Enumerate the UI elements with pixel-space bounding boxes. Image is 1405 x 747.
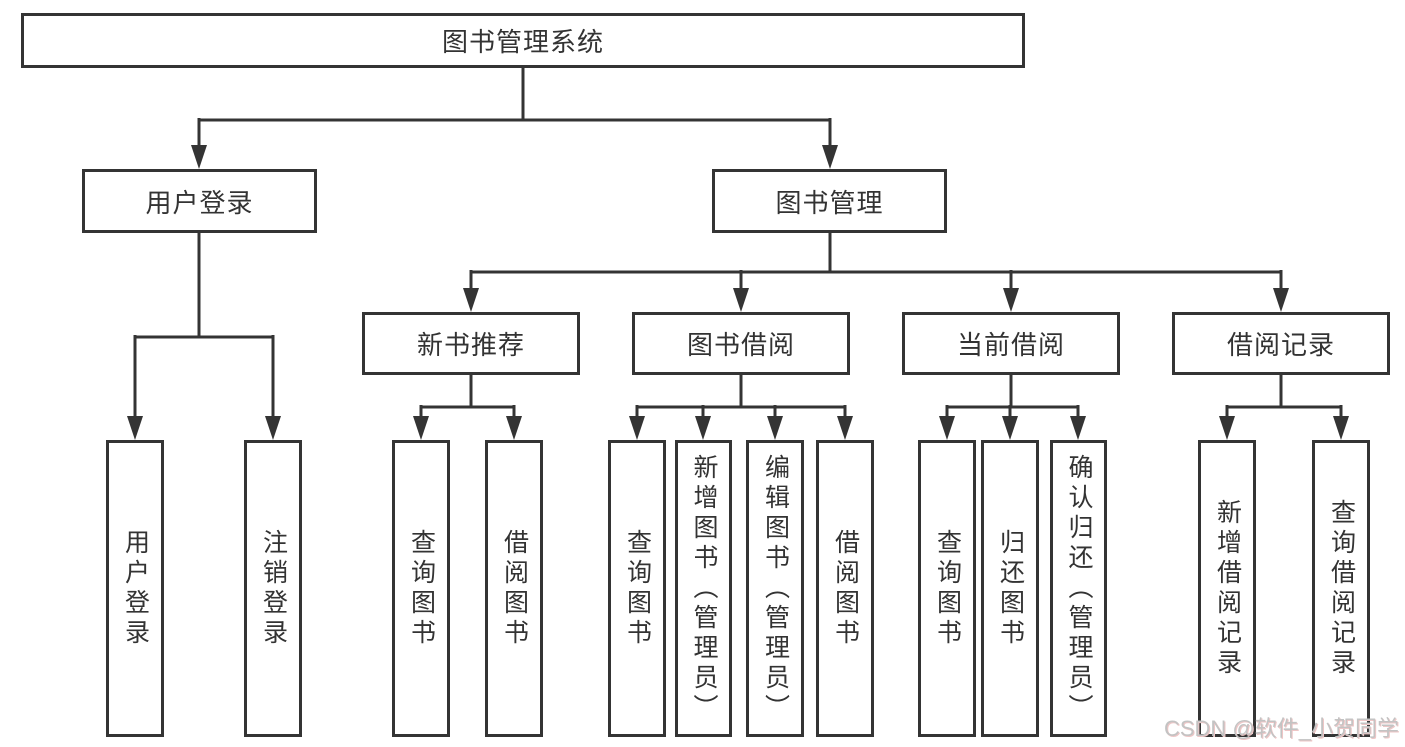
node-library-system: 图书管理系统 (21, 13, 1025, 68)
leaf-query-borrow-record: 查询借阅记录 (1312, 440, 1370, 737)
leaf-edit-books-admin: 编辑图书（管理员） (746, 440, 804, 737)
leaf-borrow-books-recommend: 借阅图书 (485, 440, 543, 737)
leaf-add-borrow-record: 新增借阅记录 (1198, 440, 1256, 737)
leaf-user-login: 用户登录 (106, 440, 164, 737)
node-book-borrow: 图书借阅 (632, 312, 850, 375)
leaf-query-books-borrow: 查询图书 (608, 440, 666, 737)
leaf-confirm-return-admin: 确认归还（管理员） (1050, 440, 1107, 737)
arrowheads (127, 145, 1349, 440)
node-book-management: 图书管理 (712, 169, 947, 233)
leaf-return-books: 归还图书 (981, 440, 1039, 737)
leaf-add-books-admin: 新增图书（管理员） (675, 440, 732, 737)
leaf-logout: 注销登录 (244, 440, 302, 737)
leaf-query-books-recommend: 查询图书 (392, 440, 450, 737)
node-new-book-recommend: 新书推荐 (362, 312, 580, 375)
node-current-borrow: 当前借阅 (902, 312, 1120, 375)
node-borrow-records: 借阅记录 (1172, 312, 1390, 375)
leaf-query-books-current: 查询图书 (918, 440, 976, 737)
leaf-borrow-books: 借阅图书 (816, 440, 874, 737)
node-user-login: 用户登录 (82, 169, 317, 233)
